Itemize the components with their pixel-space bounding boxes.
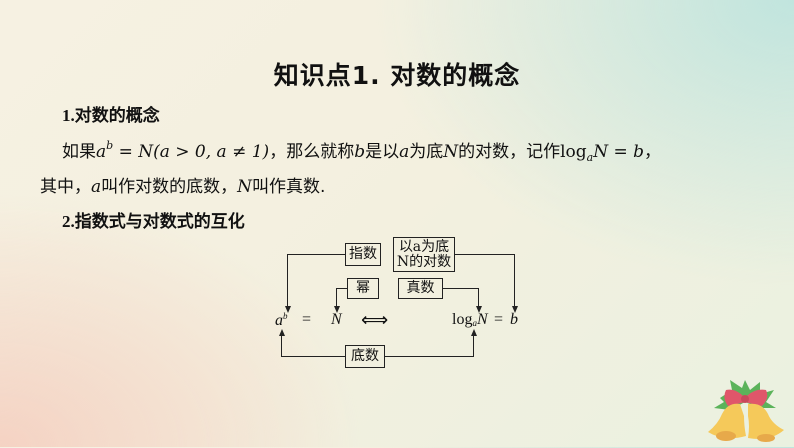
math-b: b bbox=[510, 311, 518, 329]
math-b-exponent: b bbox=[106, 139, 114, 152]
section1-number: 1. bbox=[62, 106, 75, 125]
section2-title: 指数式与对数式的互化 bbox=[74, 212, 245, 232]
log-of-N-box: 以a为底 N的对数 bbox=[393, 237, 455, 272]
text: 叫作对数的底数， bbox=[101, 177, 238, 197]
connector-line bbox=[336, 288, 347, 290]
math-b: b bbox=[354, 142, 366, 162]
slide-title: 知识点1. 对数的概念 bbox=[273, 61, 521, 90]
math-N: N bbox=[237, 177, 253, 197]
math-N: N bbox=[331, 311, 342, 329]
connector-line bbox=[287, 254, 289, 308]
text: 是以 bbox=[365, 142, 400, 162]
math-log-rest: N = b bbox=[593, 142, 645, 162]
section2-number: 2. bbox=[62, 212, 75, 231]
math-a: a bbox=[275, 312, 283, 329]
math-log-base: a bbox=[586, 151, 594, 164]
math-N-text: N bbox=[331, 311, 342, 328]
math-log: log bbox=[452, 311, 473, 328]
logarithmic-form: logaN bbox=[452, 311, 488, 329]
christmas-bells-icon bbox=[700, 368, 790, 444]
connector-line bbox=[385, 356, 474, 358]
connector-line bbox=[473, 334, 475, 357]
connector-line bbox=[514, 254, 516, 308]
section2-heading: 2.指数式与对数式的互化 bbox=[62, 207, 245, 232]
base-box: 底数 bbox=[345, 345, 385, 368]
math-b-exponent: b bbox=[283, 311, 288, 321]
text: ， bbox=[644, 142, 662, 162]
section1-heading: 1.对数的概念 bbox=[62, 101, 160, 126]
exponential-form: ab bbox=[275, 311, 288, 330]
math-N: N bbox=[476, 311, 488, 328]
text: ，那么就称 bbox=[269, 142, 355, 162]
connector-line bbox=[281, 356, 345, 358]
text: 叫作真数. bbox=[252, 177, 326, 197]
connector-line bbox=[281, 334, 283, 357]
arrow-down-icon bbox=[511, 306, 518, 313]
text: 其中， bbox=[40, 177, 91, 197]
antilog-box: 真数 bbox=[398, 278, 443, 299]
arrow-down-icon bbox=[475, 306, 482, 313]
connector-line bbox=[455, 254, 515, 256]
math-log-base: a bbox=[472, 318, 477, 328]
text: 的对数，记作 bbox=[458, 142, 561, 162]
exponent-box: 指数 bbox=[345, 243, 381, 266]
equals-sign: = bbox=[494, 311, 504, 328]
text: 如果 bbox=[62, 142, 96, 162]
math-condition: = N(a > 0, a ≠ 1) bbox=[113, 142, 270, 162]
definition-line-2: 其中，a叫作对数的底数，N叫作真数. bbox=[40, 172, 325, 197]
math-N: N bbox=[443, 142, 459, 162]
connector-line bbox=[478, 288, 480, 308]
log-box-line2: N的对数 bbox=[396, 253, 452, 270]
equals-sign: = bbox=[302, 311, 312, 328]
connector-line bbox=[287, 254, 345, 256]
math-b-text: b bbox=[510, 311, 518, 328]
connector-line bbox=[443, 288, 479, 290]
section1-title: 对数的概念 bbox=[74, 106, 160, 126]
arrow-up-icon bbox=[470, 329, 477, 336]
power-box: 幂 bbox=[347, 278, 379, 299]
math-a: a bbox=[96, 142, 107, 162]
math-a: a bbox=[399, 142, 410, 162]
arrow-up-icon bbox=[278, 329, 285, 336]
equivalence-icon: ⟺ bbox=[361, 310, 389, 331]
text: 为底 bbox=[409, 142, 444, 162]
definition-line-1: 如果ab = N(a > 0, a ≠ 1)，那么就称b是以a为底N的对数，记作… bbox=[62, 137, 661, 164]
log-box-line1: 以a为底 bbox=[398, 238, 450, 255]
arrow-down-icon bbox=[284, 306, 291, 313]
math-a: a bbox=[91, 177, 102, 197]
math-log: log bbox=[560, 142, 587, 162]
arrow-down-icon bbox=[333, 306, 340, 313]
connector-line bbox=[336, 288, 338, 308]
